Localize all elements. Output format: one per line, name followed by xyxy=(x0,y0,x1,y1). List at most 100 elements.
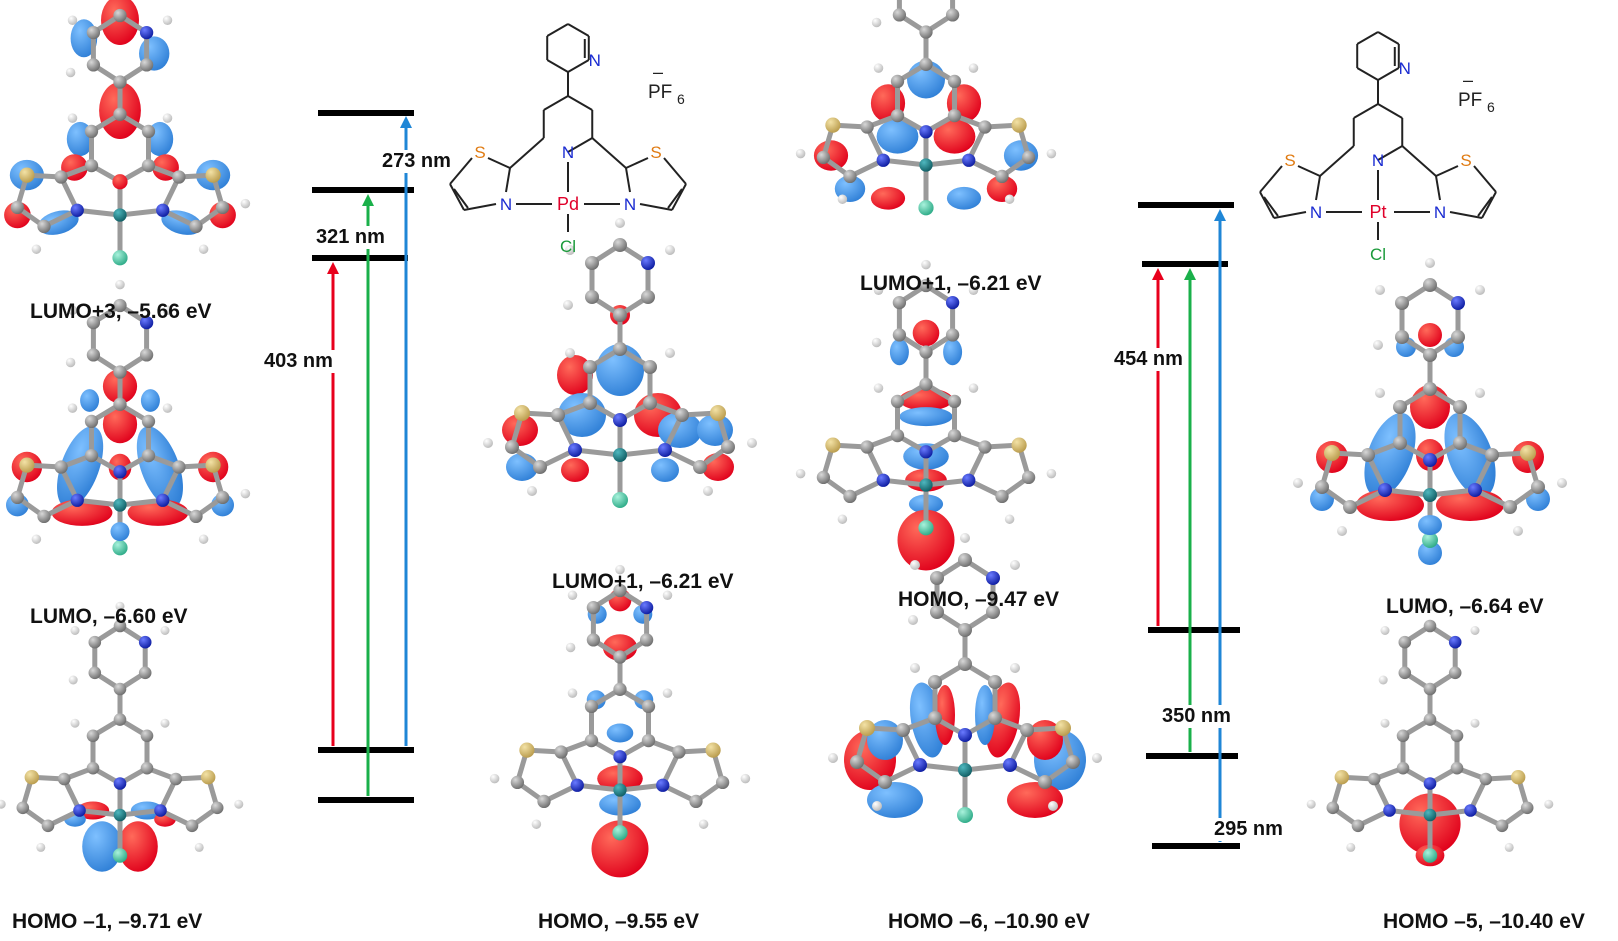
atom xyxy=(1046,468,1057,479)
atom xyxy=(215,490,230,505)
atom xyxy=(1375,388,1385,398)
atom xyxy=(947,108,962,123)
atom xyxy=(489,773,500,784)
atom xyxy=(1048,801,1058,811)
atom xyxy=(1066,755,1080,769)
struct-bond xyxy=(639,203,673,211)
atom xyxy=(169,772,183,786)
atom xyxy=(1425,601,1435,611)
struct-bond xyxy=(591,137,627,169)
struct-bond xyxy=(546,23,569,37)
struct-counterion-sub: 6 xyxy=(1487,99,1495,115)
lobe-red xyxy=(209,201,236,229)
atom xyxy=(1475,388,1485,398)
atom xyxy=(583,396,597,410)
transition-label-pt-blue: 295 nm xyxy=(1212,818,1285,841)
lobe-red xyxy=(1007,782,1063,818)
struct-atom-metal: Pt xyxy=(1369,202,1386,222)
struct-counterion: PF xyxy=(648,82,672,103)
atom xyxy=(139,25,154,40)
atom xyxy=(1293,478,1303,488)
atom xyxy=(662,590,673,600)
struct-atom-n: N xyxy=(500,195,512,214)
skeleton xyxy=(795,259,1057,536)
struct-bond xyxy=(1273,211,1307,219)
atom xyxy=(689,794,703,809)
atom xyxy=(585,290,599,304)
atom xyxy=(715,775,730,790)
atom xyxy=(113,777,127,790)
atom xyxy=(113,208,127,222)
bond xyxy=(572,447,623,458)
atom xyxy=(613,448,627,462)
atom xyxy=(665,348,675,358)
atom xyxy=(1423,808,1437,822)
atom xyxy=(613,583,627,598)
lobe-red xyxy=(101,0,139,45)
atom xyxy=(958,763,972,777)
lobe-blue xyxy=(651,458,679,482)
atom xyxy=(1378,483,1392,497)
atom xyxy=(825,117,841,133)
atom xyxy=(160,718,170,728)
struct-atom-n: N xyxy=(624,195,636,214)
atom xyxy=(908,615,918,625)
atom xyxy=(639,633,654,647)
atom xyxy=(140,761,154,775)
struct-bond xyxy=(1377,145,1403,161)
lobe-red xyxy=(912,319,940,347)
bond xyxy=(74,497,123,508)
atom xyxy=(565,642,576,653)
atom xyxy=(1450,761,1464,775)
atom xyxy=(205,167,221,183)
struct-atom-n: N xyxy=(562,143,574,162)
atom xyxy=(67,403,78,413)
atom xyxy=(88,666,102,680)
atom xyxy=(1453,436,1467,450)
atom xyxy=(141,124,156,139)
atom xyxy=(873,63,884,73)
atom xyxy=(554,745,568,759)
atom xyxy=(162,403,173,413)
atom xyxy=(892,295,907,310)
struct-bond xyxy=(1435,175,1441,201)
atom xyxy=(1395,296,1409,310)
atom xyxy=(551,408,565,422)
atom xyxy=(113,8,127,23)
atom xyxy=(215,200,230,215)
atom xyxy=(154,804,167,817)
atom xyxy=(16,801,30,815)
struct-double-bond xyxy=(453,188,469,209)
atom xyxy=(947,428,962,443)
atom xyxy=(837,514,848,524)
atom xyxy=(141,158,156,173)
atom xyxy=(1479,772,1493,786)
skeleton xyxy=(489,564,751,841)
orbital-homo1-pd xyxy=(0,601,244,872)
atom xyxy=(1395,330,1409,344)
atom xyxy=(662,688,673,698)
atom xyxy=(1450,729,1464,743)
atom xyxy=(890,394,905,409)
atom xyxy=(37,509,51,524)
atom xyxy=(139,348,154,362)
atom xyxy=(65,67,76,78)
atom xyxy=(10,490,25,505)
atom xyxy=(1010,560,1020,570)
atom xyxy=(860,440,874,454)
atom xyxy=(871,337,882,348)
bond xyxy=(574,782,623,793)
atom xyxy=(930,605,944,619)
atom xyxy=(86,348,101,362)
atom xyxy=(113,397,127,411)
skeleton xyxy=(795,0,1057,216)
atom xyxy=(198,244,209,254)
lobe-red xyxy=(502,414,538,446)
atom xyxy=(86,729,100,743)
atom xyxy=(113,619,127,633)
atom xyxy=(962,153,976,167)
bond xyxy=(77,808,123,818)
atom xyxy=(947,74,962,89)
atom xyxy=(919,57,933,71)
